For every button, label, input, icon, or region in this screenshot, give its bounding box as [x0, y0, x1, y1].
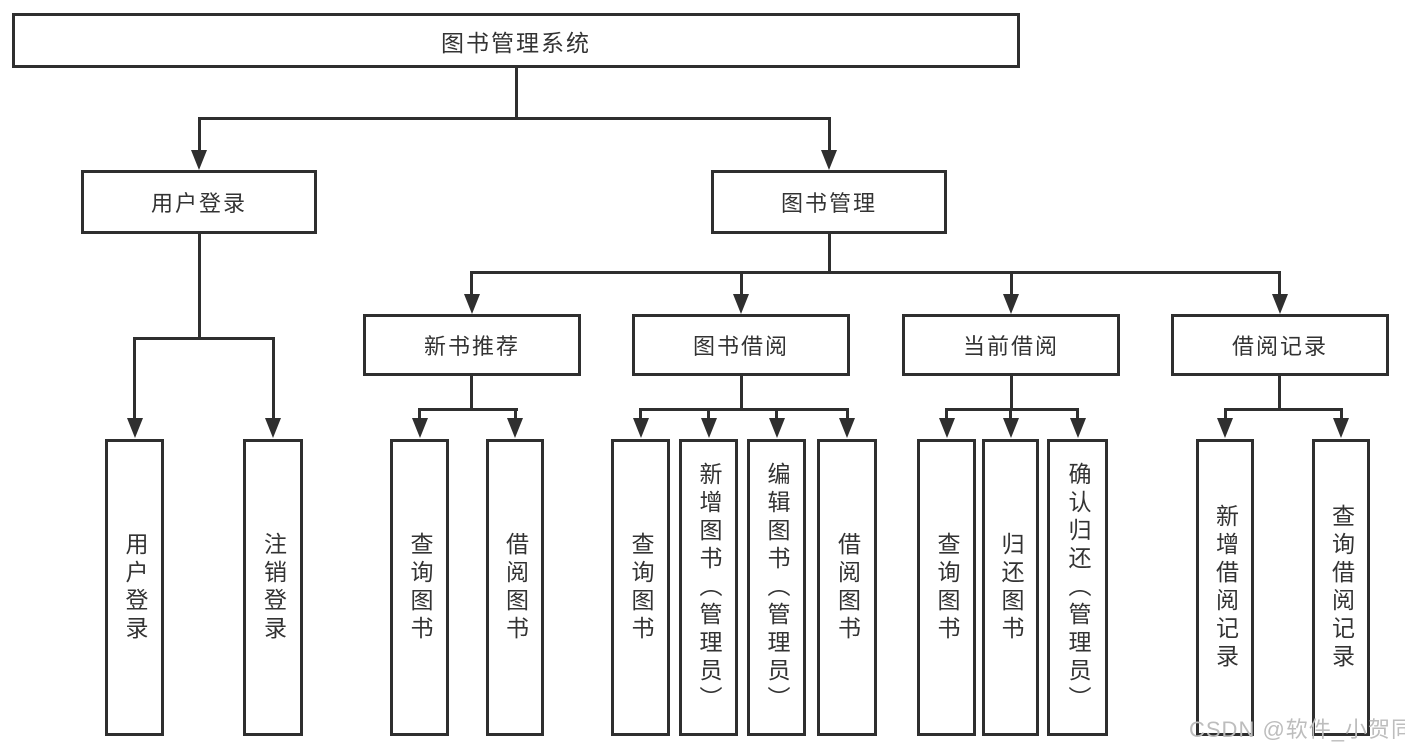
connector-root-bar [198, 117, 831, 120]
connector-borrowing-drop-2 [707, 408, 710, 420]
connector-records-bar [1224, 408, 1343, 411]
connector-newbook-drop-2 [514, 408, 517, 420]
connector-newbook-bar [418, 408, 518, 411]
leaf-label: 查询图书 [407, 531, 433, 644]
connector-bookmgmt-bar [470, 271, 1281, 274]
node-current-borrowing: 当前借阅 [902, 314, 1120, 376]
connector-userlogin-bar [133, 337, 275, 340]
connector-current-drop-3 [1076, 408, 1079, 420]
arrowhead-to-current-borrowing [1003, 294, 1019, 314]
leaf-newbook-query-books: 查询图书 [390, 439, 449, 736]
leaf-label: 借阅图书 [502, 531, 529, 644]
leaf-current-return-books: 归还图书 [982, 439, 1039, 736]
leaf-logout: 注销登录 [243, 439, 303, 736]
arrowhead-to-bb-borrow [839, 418, 855, 438]
node-label: 当前借阅 [962, 334, 1059, 359]
node-label: 用户登录 [150, 191, 247, 216]
node-borrowing-records: 借阅记录 [1171, 314, 1389, 376]
leaf-label: 借阅图书 [834, 531, 861, 644]
arrowhead-to-book-management [821, 150, 837, 170]
leaf-label: 注销登录 [260, 531, 287, 644]
connector-bookmgmt-drop-3 [1010, 271, 1013, 296]
node-library-management-system: 图书管理系统 [12, 13, 1020, 68]
connector-bookmgmt-drop-2 [740, 271, 743, 296]
connector-records-stem [1278, 376, 1281, 411]
connector-userlogin-stem [198, 234, 201, 338]
connector-borrowing-stem [740, 376, 743, 411]
leaf-label: 归还图书 [998, 531, 1024, 644]
leaf-newbook-borrow-books: 借阅图书 [486, 439, 544, 736]
arrowhead-to-leaf-user-login [127, 418, 143, 438]
arrowhead-to-cb-query [939, 418, 955, 438]
leaf-borrowing-query-books: 查询图书 [611, 439, 670, 736]
connector-records-drop-2 [1340, 408, 1343, 420]
node-book-management: 图书管理 [711, 170, 947, 234]
leaf-user-login: 用户登录 [105, 439, 164, 736]
node-label: 图书借阅 [692, 334, 789, 359]
leaf-label: 新增图书（管理员） [696, 461, 722, 714]
leaf-label: 查询借阅记录 [1328, 503, 1355, 672]
leaf-records-query-borrow-record: 查询借阅记录 [1312, 439, 1370, 736]
arrowhead-to-book-borrowing [733, 294, 749, 314]
leaf-borrowing-add-books-admin: 新增图书（管理员） [679, 439, 738, 736]
leaf-label: 新增借阅记录 [1212, 503, 1239, 672]
connector-borrowing-bar [639, 408, 849, 411]
arrowhead-to-bb-edit [769, 418, 785, 438]
connector-newbook-stem [470, 376, 473, 411]
connector-userlogin-drop-right [272, 337, 275, 418]
csdn-watermark: CSDN @软件_小贺同学 [1189, 717, 1405, 742]
connector-bookmgmt-drop-1 [470, 271, 473, 296]
node-user-login: 用户登录 [81, 170, 317, 234]
connector-records-drop-1 [1224, 408, 1227, 420]
leaf-label: 查询图书 [628, 531, 654, 644]
arrowhead-to-br-query [1333, 418, 1349, 438]
connector-root-stem [515, 68, 518, 120]
connector-borrowing-drop-4 [846, 408, 849, 420]
arrowhead-to-nb-borrow [507, 418, 523, 438]
arrowhead-to-cb-confirm [1070, 418, 1086, 438]
arrowhead-to-user-login [191, 150, 207, 170]
arrowhead-to-br-add [1217, 418, 1233, 438]
node-new-book-recommend: 新书推荐 [363, 314, 581, 376]
connector-current-drop-2 [1009, 408, 1012, 420]
node-label: 图书管理 [780, 191, 877, 216]
connector-newbook-drop-1 [418, 408, 421, 420]
arrowhead-to-bb-add [701, 418, 717, 438]
arrowhead-to-cb-return [1003, 418, 1019, 438]
leaf-records-add-borrow-record: 新增借阅记录 [1196, 439, 1254, 736]
connector-current-drop-1 [945, 408, 948, 420]
node-label: 图书管理系统 [441, 29, 591, 56]
connector-bookmgmt-drop-4 [1278, 271, 1281, 296]
leaf-current-query-books: 查询图书 [917, 439, 976, 736]
arrowhead-to-nb-query [412, 418, 428, 438]
leaf-label: 查询图书 [934, 531, 960, 644]
arrowhead-to-bb-query [633, 418, 649, 438]
connector-root-drop-left [198, 117, 201, 152]
leaf-label: 编辑图书（管理员） [764, 461, 790, 714]
connector-current-stem [1010, 376, 1013, 411]
leaf-current-confirm-return-admin: 确认归还（管理员） [1047, 439, 1108, 736]
arrowhead-to-leaf-logout [265, 418, 281, 438]
arrowhead-to-new-book-recommend [464, 294, 480, 314]
node-book-borrowing: 图书借阅 [632, 314, 850, 376]
leaf-label: 确认归还（管理员） [1065, 461, 1091, 714]
leaf-borrowing-borrow-books: 借阅图书 [817, 439, 877, 736]
leaf-borrowing-edit-books-admin: 编辑图书（管理员） [747, 439, 806, 736]
connector-userlogin-drop-left [133, 337, 136, 418]
connector-bookmgmt-stem [828, 234, 831, 274]
arrowhead-to-borrowing-records [1272, 294, 1288, 314]
connector-borrowing-drop-1 [639, 408, 642, 420]
node-label: 借阅记录 [1231, 334, 1328, 359]
connector-current-bar [945, 408, 1079, 411]
connector-root-drop-right [828, 117, 831, 152]
leaf-label: 用户登录 [122, 531, 148, 644]
connector-borrowing-drop-3 [775, 408, 778, 420]
node-label: 新书推荐 [423, 334, 520, 359]
